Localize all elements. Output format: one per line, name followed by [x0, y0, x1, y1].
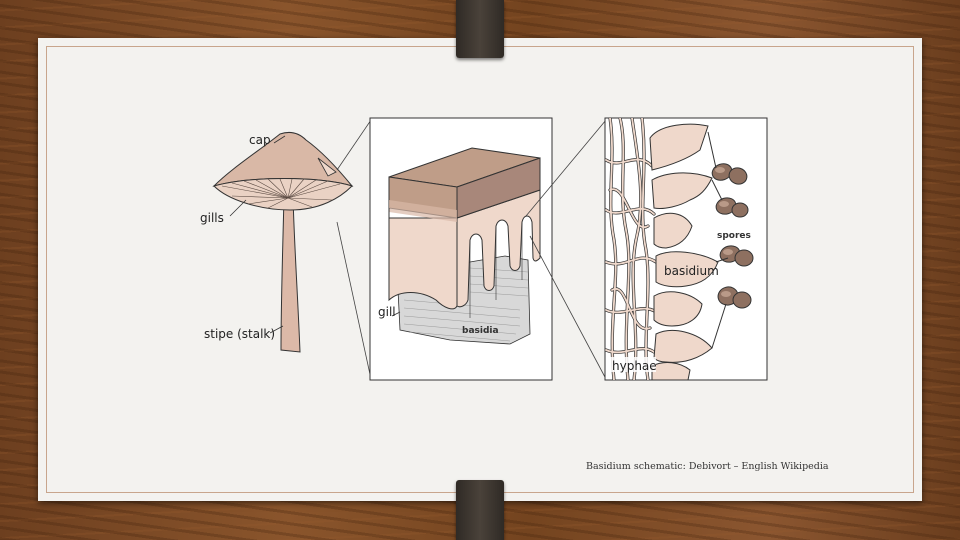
label-cap: cap [249, 133, 271, 147]
zoom-line [336, 119, 372, 171]
image-credit: Basidium schematic: Debivort – English W… [586, 461, 829, 472]
label-basidium: basidium [664, 264, 719, 278]
binder-clip-top [456, 0, 504, 58]
zoom-line [336, 221, 372, 380]
label-spores: spores [717, 231, 751, 241]
gill-cross-section [369, 117, 607, 381]
label-gills: gills [200, 211, 224, 225]
label-basidia: basidia [462, 326, 499, 336]
label-stipe: stipe (stalk) [204, 327, 275, 341]
binder-clip-bottom [456, 480, 504, 540]
label-hyphae: hyphae [612, 359, 657, 373]
basidium-detail [604, 117, 768, 381]
mushroom-illustration [212, 131, 354, 353]
label-gill: gill [378, 305, 396, 319]
